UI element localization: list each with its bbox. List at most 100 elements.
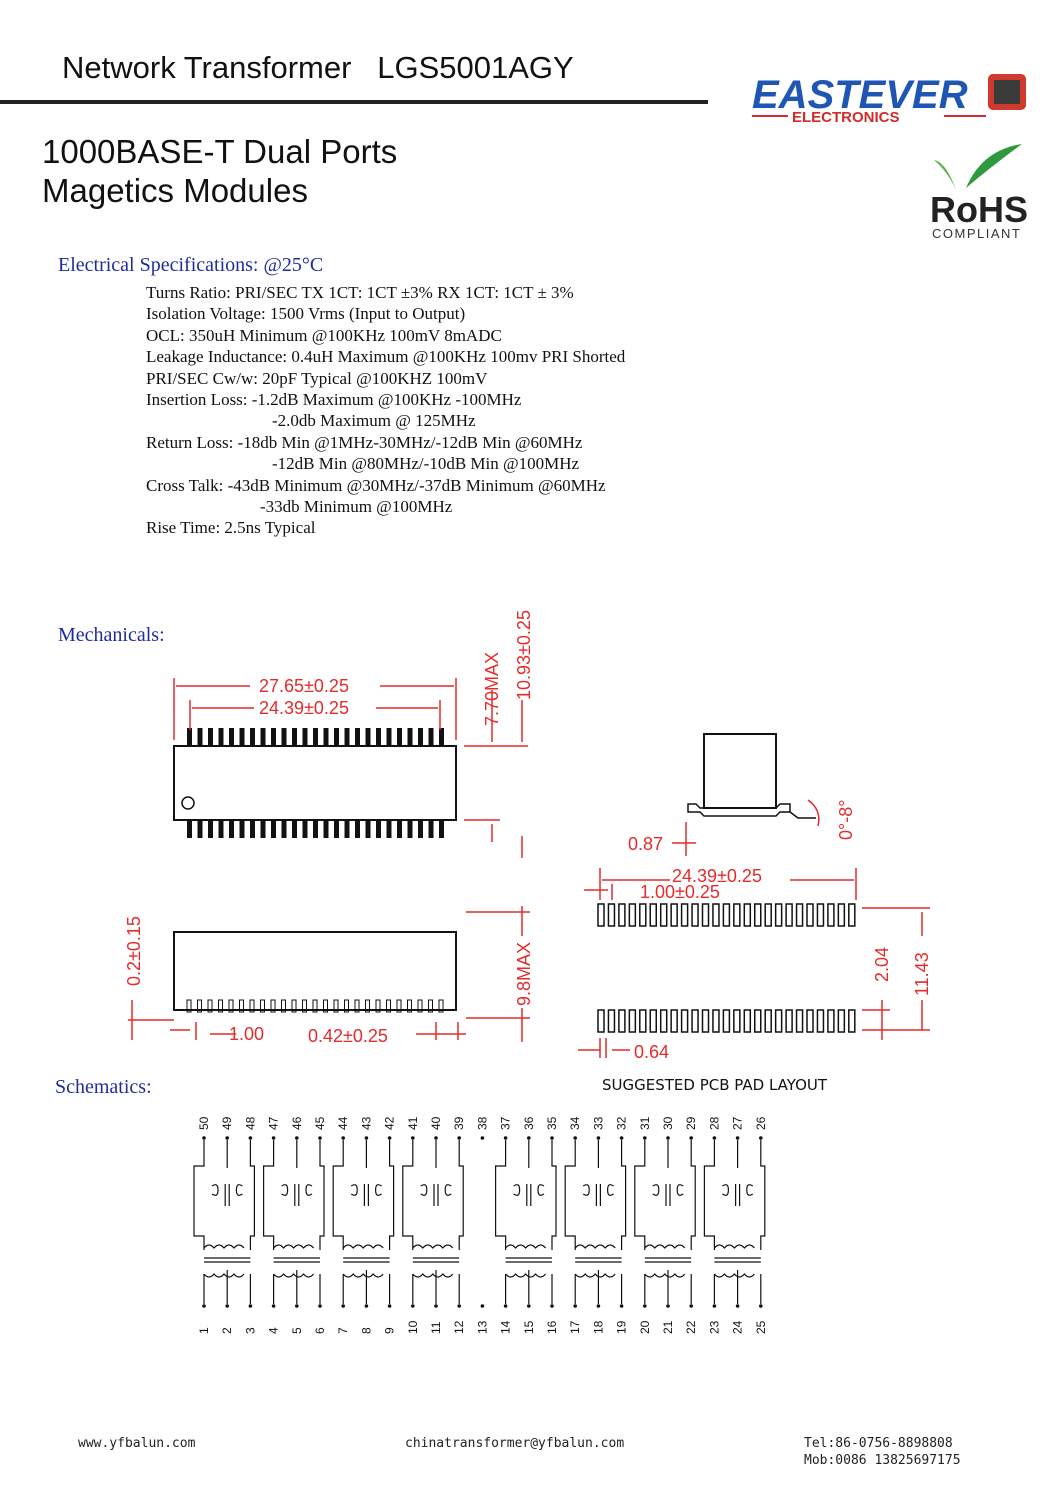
package-pin [291,999,297,1013]
schematic-pin-label: 17 [568,1320,582,1334]
schematic-pin-label: 41 [406,1116,420,1130]
schematic-pin-label: 34 [568,1116,582,1130]
package-pin [302,999,307,1013]
spec-rise-time: Rise Time: 2.5ns Typical [146,518,316,538]
package-pin [313,820,318,838]
package-pin [250,820,255,838]
schematic-pin-label: 11 [429,1321,443,1334]
spec-ocl: OCL: 350uH Minimum @100KHz 100mV 8mADC [146,325,502,345]
svg-text:COMPLIANT: COMPLIANT [932,226,1021,241]
front-view-pins [186,999,444,1013]
package-pin [323,999,328,1013]
package-pin [355,820,360,838]
document-title: Network Transformer LGS5001AGY [62,50,574,85]
package-pin [302,728,308,746]
package-pin [218,999,223,1013]
package-pin [292,820,297,838]
package-pin [218,728,224,746]
schematic-pin-label: 22 [684,1320,698,1334]
schematic-pin-label: 28 [707,1116,721,1130]
schematic-pin-label: 47 [267,1116,281,1130]
package-pin [197,728,203,746]
package-pin [397,820,402,838]
package-pin [418,728,423,746]
schematic-pin-label: 23 [707,1320,721,1334]
package-pin [365,820,371,838]
pcb-pad [680,1009,689,1033]
pcb-pad [701,1009,710,1033]
schematic-pin-label: 18 [591,1320,605,1334]
package-pin [218,820,224,838]
package-pin [187,728,192,746]
dim-pad-row-span: 11.43 [912,952,932,996]
svg-text:RoHS: RoHS [930,189,1028,230]
pcb-pad [628,903,637,927]
package-pin [281,728,287,746]
package-pin [281,820,287,838]
pcb-pad [774,1009,783,1033]
pcb-pad-row-lower [597,1009,856,1033]
package-pin [271,820,276,838]
package-pin [365,728,371,746]
pcb-pad [597,1009,605,1033]
package-pin [354,999,360,1013]
package-pin [344,728,350,746]
package-pin [407,728,413,746]
package-pin [187,820,192,838]
electrical-specs-heading: Electrical Specifications: @25°C [58,254,324,276]
dim-pitch: 1.00 [229,1024,264,1044]
schematic-pin-label: 25 [754,1320,768,1334]
schematic-pin-label: 14 [499,1320,513,1334]
schematic-pin-label: 24 [731,1320,745,1334]
package-pin [239,728,245,746]
schematic-pin-label: 26 [754,1116,768,1130]
schematic-pin-label: 1 [197,1327,211,1334]
schematic-pin-label: 45 [313,1116,327,1130]
package-pin [334,820,339,838]
footer-email[interactable]: chinatransformer@yfbalun.com [405,1436,625,1451]
pcb-pad [733,903,741,927]
transformer-block [263,1140,325,1304]
package-pin [344,999,349,1013]
schematic-pin-label: 46 [290,1116,304,1130]
footer-mob: Mob:0086 13825697175 [804,1453,961,1468]
schematic-pin-label: 37 [499,1116,513,1130]
schematic-pin-label: 5 [290,1327,304,1334]
dim-height-max: 7.70MAX [482,652,502,726]
package-pin [249,999,255,1013]
schematic-pin-label: 40 [429,1116,443,1130]
schematic-pin-label: 36 [522,1116,536,1130]
package-pin [418,820,423,838]
pcb-pad [837,903,846,927]
pcb-pad [712,903,720,927]
pcb-pad [816,903,825,927]
pcb-pad [659,903,668,927]
dim-pcb-span: 24.39±0.25 [672,866,762,886]
package-pin [407,999,412,1013]
pcb-pad [743,903,752,927]
top-view-package-body [173,745,457,821]
package-pin [396,999,402,1013]
package-pin [229,820,234,838]
pcb-pad [774,903,783,927]
schematic-pin-label: 16 [545,1320,559,1334]
pcb-pad [795,1009,804,1033]
pcb-pad [649,1009,657,1033]
pcb-pad [743,1009,752,1033]
package-pin [281,999,286,1013]
package-pin [439,728,444,746]
transformer-block [564,1140,627,1304]
pcb-pad [607,903,616,927]
package-pin [271,728,276,746]
spec-turns-ratio: Turns Ratio: PRI/SEC TX 1CT: 1CT ±3% RX … [146,283,574,302]
transformer-block [193,1140,255,1304]
footer-website[interactable]: www.yfbalun.com [78,1436,196,1451]
package-pin [260,999,265,1013]
top-view-upper-pins [187,728,444,746]
schematic-pin-label: 27 [731,1116,745,1130]
package-pin [239,820,245,838]
pcb-pad [806,903,814,927]
package-pin [334,728,339,746]
pcb-pad-row-upper [597,903,856,927]
footer-tel: Tel:86-0756-8898808 [804,1436,953,1451]
